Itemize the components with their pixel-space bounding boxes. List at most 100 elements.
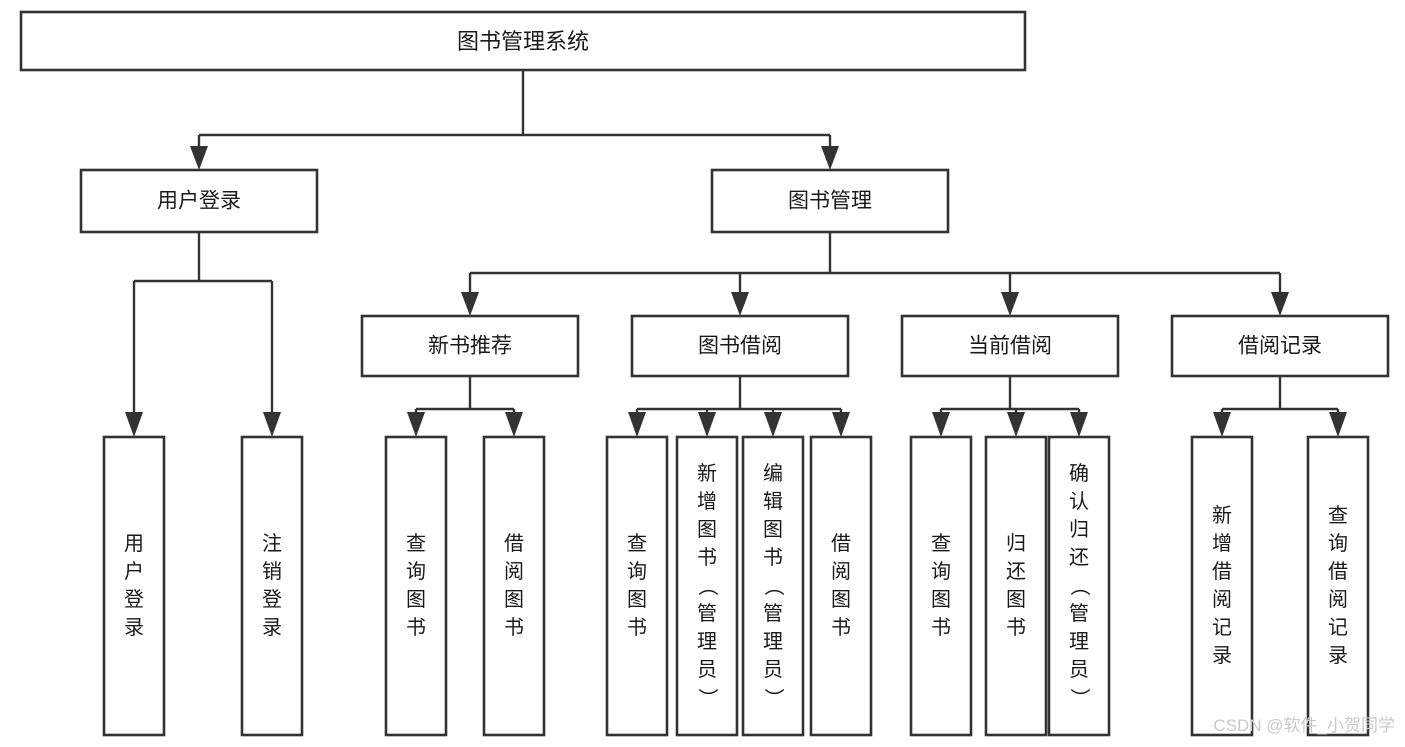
arrowhead-leaf-add-record xyxy=(1213,412,1231,437)
current-borrow-box[interactable] xyxy=(900,314,1120,378)
svg-text:理: 理 xyxy=(1069,631,1089,653)
svg-text:）: ） xyxy=(1068,688,1091,708)
svg-text:借: 借 xyxy=(831,532,851,555)
arrowhead-leaf-query-book-cur xyxy=(932,412,950,437)
svg-text:图: 图 xyxy=(763,519,783,541)
leaf-add-book-box[interactable] xyxy=(675,435,739,737)
leaf-confirm-return-box[interactable] xyxy=(1047,435,1111,737)
arrowhead-leaf-query-book-rec xyxy=(407,412,425,437)
leaf-layer: 用户登录注销登录查询图书借阅图书查询图书新增图书（管理员）编辑图书（管理员）借阅… xyxy=(102,435,1370,737)
leaf-edit-book-box[interactable] xyxy=(741,435,805,737)
leaf-node[interactable]: 用户登录 xyxy=(102,435,166,737)
svg-text:录: 录 xyxy=(1212,645,1232,667)
svg-text:）: ） xyxy=(762,688,785,708)
new-book-recommend-box[interactable] xyxy=(360,314,580,378)
book-manage-box[interactable] xyxy=(710,168,950,234)
svg-text:阅: 阅 xyxy=(504,560,524,583)
node-new-book-recommend[interactable]: 新书推荐 xyxy=(360,314,580,378)
svg-text:图: 图 xyxy=(627,589,647,611)
svg-text:理: 理 xyxy=(697,631,717,653)
node-book-manage[interactable]: 图书管理 xyxy=(710,168,950,234)
leaf-logout-box[interactable] xyxy=(240,435,304,737)
svg-text:归: 归 xyxy=(1006,532,1026,555)
connector-layer xyxy=(125,70,1347,437)
root-box[interactable] xyxy=(19,10,1027,72)
new-book-recommend-label: 新书推荐 xyxy=(428,335,512,358)
svg-text:阅: 阅 xyxy=(1212,588,1232,611)
node-current-borrow[interactable]: 当前借阅 xyxy=(900,314,1120,378)
user-login-box[interactable] xyxy=(79,168,319,234)
book-borrow-box[interactable] xyxy=(630,314,850,378)
node-user-login[interactable]: 用户登录 xyxy=(79,168,319,234)
svg-text:询: 询 xyxy=(406,560,426,583)
arrowhead-leaf-user-login xyxy=(125,412,143,437)
svg-text:注: 注 xyxy=(262,532,282,555)
book-manage-label: 图书管理 xyxy=(788,190,872,213)
leaf-user-login-box[interactable] xyxy=(102,435,166,737)
leaf-return-book-box[interactable] xyxy=(984,435,1048,737)
leaf-borrow-book-rec-box[interactable] xyxy=(482,435,546,737)
svg-text:图: 图 xyxy=(406,589,426,611)
borrow-record-box[interactable] xyxy=(1170,314,1390,378)
svg-text:还: 还 xyxy=(1069,546,1089,569)
borrow-record-label: 借阅记录 xyxy=(1238,335,1322,358)
node-book-borrow[interactable]: 图书借阅 xyxy=(630,314,850,378)
svg-text:阅: 阅 xyxy=(1328,588,1348,611)
arrowhead-leaf-query-record xyxy=(1329,412,1347,437)
node-borrow-record[interactable]: 借阅记录 xyxy=(1170,314,1390,378)
svg-text:增: 增 xyxy=(1212,532,1232,555)
node-root[interactable]: 图书管理系统 xyxy=(19,10,1027,72)
leaf-query-book-rec-box[interactable] xyxy=(384,435,448,737)
svg-text:认: 认 xyxy=(1069,490,1089,513)
svg-text:询: 询 xyxy=(1328,532,1348,555)
svg-text:查: 查 xyxy=(406,532,426,555)
leaf-add-record-box[interactable] xyxy=(1190,435,1254,737)
svg-text:员: 员 xyxy=(763,659,783,681)
svg-text:（: （ xyxy=(696,576,719,596)
svg-text:辑: 辑 xyxy=(763,490,783,513)
svg-text:销: 销 xyxy=(262,560,282,583)
svg-text:归: 归 xyxy=(1069,518,1089,541)
svg-text:增: 增 xyxy=(697,490,717,513)
svg-text:书: 书 xyxy=(504,616,524,639)
leaf-query-book-borrow-box[interactable] xyxy=(605,435,669,737)
leaf-borrow-book-box[interactable] xyxy=(809,435,873,737)
svg-text:员: 员 xyxy=(1069,659,1089,681)
svg-text:借: 借 xyxy=(1212,560,1232,583)
svg-text:（: （ xyxy=(1068,576,1091,596)
arrowhead-leaf-borrow-book xyxy=(832,412,850,437)
svg-text:录: 录 xyxy=(262,617,282,639)
svg-text:登: 登 xyxy=(124,588,144,611)
svg-text:登: 登 xyxy=(262,588,282,611)
svg-text:）: ） xyxy=(696,688,719,708)
leaf-query-book-cur-box[interactable] xyxy=(909,435,973,737)
svg-text:（: （ xyxy=(762,576,785,596)
svg-text:书: 书 xyxy=(627,616,647,639)
leaf-query-record-box[interactable] xyxy=(1306,435,1370,737)
svg-text:查: 查 xyxy=(627,532,647,555)
svg-text:员: 员 xyxy=(697,659,717,681)
